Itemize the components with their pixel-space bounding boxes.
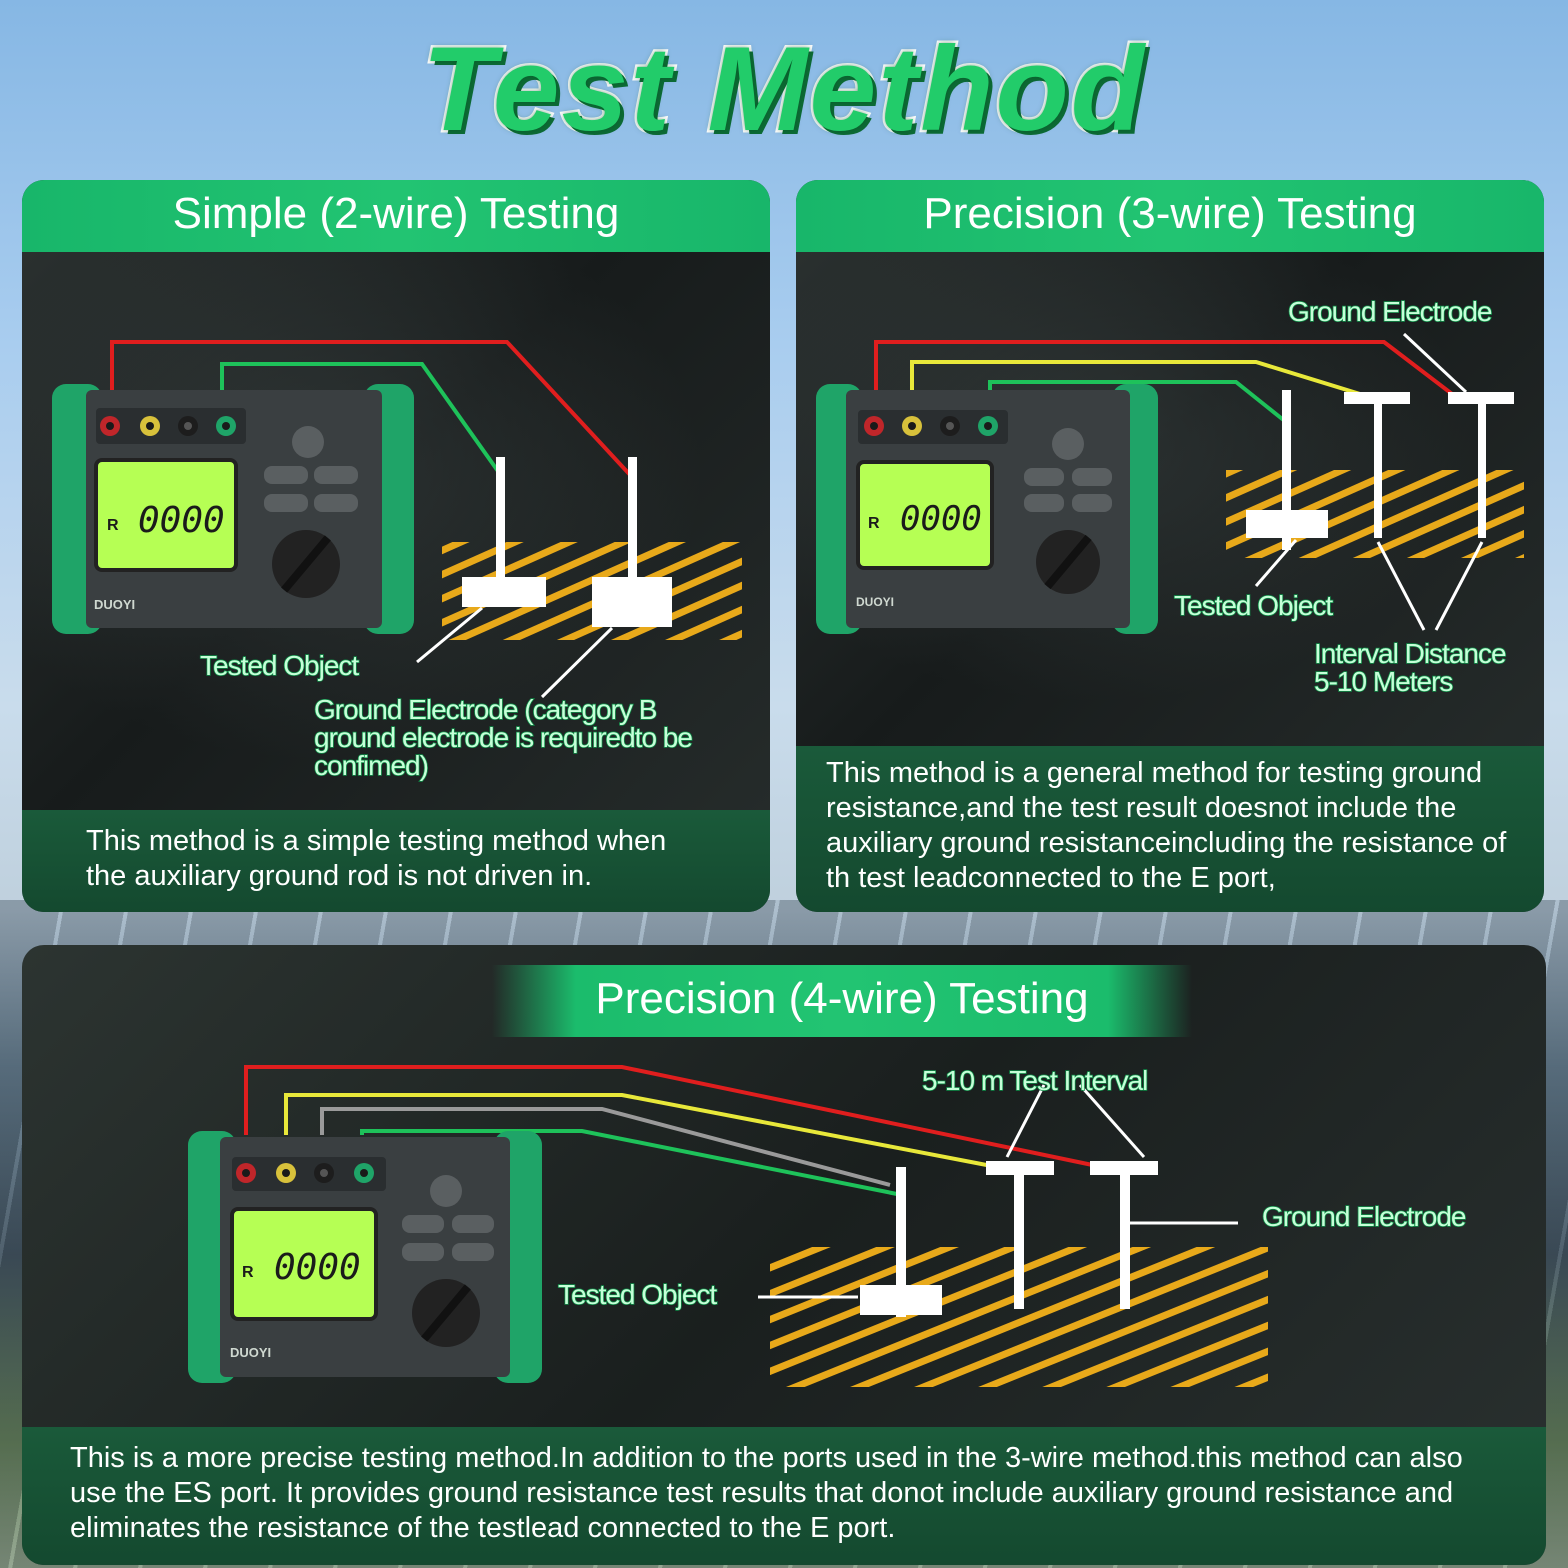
wire-red bbox=[874, 340, 1458, 412]
pointer-interval-1 bbox=[1376, 541, 1426, 631]
ground-rod-2 bbox=[628, 457, 637, 607]
label-test-interval: 5-10 m Test Interval bbox=[921, 1064, 1149, 1097]
aux-rod-h-top bbox=[1448, 392, 1514, 404]
panel-precision-4wire: Precision (4-wire) Testing bbox=[22, 945, 1546, 1565]
wire-red bbox=[110, 340, 634, 479]
pointer-interval-1 bbox=[1005, 1084, 1046, 1158]
description-text: This method is a general method for test… bbox=[826, 757, 1507, 894]
ground-rod-1 bbox=[496, 457, 505, 587]
wire-yellow bbox=[284, 1093, 998, 1169]
description-text: This is a more precise testing method.In… bbox=[70, 1442, 1463, 1544]
tested-object-rod bbox=[896, 1167, 906, 1317]
pointer-ground-electrode bbox=[540, 626, 614, 699]
panel-diagram: 0000 R DUOYI Tested Object Ground Electr… bbox=[22, 252, 770, 810]
panel-heading: Simple (2-wire) Testing bbox=[22, 180, 770, 252]
aux-rod-s-top bbox=[1344, 392, 1410, 404]
aux-rod-s bbox=[1374, 400, 1382, 538]
panel-footer: This method is a simple testing method w… bbox=[22, 810, 770, 912]
tested-object-block bbox=[462, 577, 546, 607]
panel-footer: This is a more precise testing method.In… bbox=[22, 1427, 1546, 1565]
label-interval-distance: Interval Distance bbox=[1313, 637, 1507, 670]
aux-rod-s-top bbox=[986, 1161, 1054, 1175]
pointer-interval-2 bbox=[1078, 1084, 1146, 1158]
meter-device: 0000 R DUOYI bbox=[52, 384, 414, 634]
svg-text:0000: 0000 bbox=[274, 1247, 361, 1288]
label-ground-electrode: Ground Electrode bbox=[1261, 1200, 1467, 1233]
tested-object-block bbox=[1246, 510, 1328, 538]
svg-text:DUOYI: DUOYI bbox=[230, 1345, 271, 1360]
panel-heading: Precision (4-wire) Testing bbox=[492, 965, 1192, 1037]
diagram-3wire: 0000 R DUOYI bbox=[816, 332, 1524, 634]
label-tested-object: Tested Object bbox=[1173, 589, 1334, 622]
pointer-interval-2 bbox=[1434, 541, 1484, 631]
page-title: Test Method bbox=[419, 20, 1147, 159]
panel-simple-2wire: Simple (2-wire) Testing bbox=[22, 180, 770, 912]
pointer-ground-electrode bbox=[1402, 332, 1468, 394]
panel-footer: This method is a general method for test… bbox=[796, 746, 1544, 912]
wire-red bbox=[244, 1065, 1103, 1169]
label-interval-meters: 5-10 Meters bbox=[1313, 665, 1454, 698]
tested-object-block bbox=[860, 1285, 942, 1315]
meter-device: 0000 R DUOYI bbox=[816, 384, 1158, 634]
wire-yellow bbox=[910, 360, 1361, 412]
wire-black bbox=[320, 1107, 891, 1187]
ground-electrode-block bbox=[592, 577, 672, 627]
aux-rod-h-top bbox=[1090, 1161, 1158, 1175]
description-text: This method is a simple testing method w… bbox=[86, 825, 667, 892]
svg-text:DUOYI: DUOYI bbox=[94, 597, 135, 612]
aux-rod-s bbox=[1014, 1171, 1024, 1309]
aux-rod-h bbox=[1478, 400, 1486, 538]
aux-rod-h bbox=[1120, 1171, 1130, 1309]
diagram-4wire: 0000 R DUOYI bbox=[188, 1065, 1268, 1387]
tested-object-rod bbox=[1282, 390, 1291, 550]
label-ground-electrode: Ground Electrode (category B ground elec… bbox=[313, 694, 693, 781]
panel-diagram: 0000 R DUOYI Ground Electrode Tested Obj… bbox=[796, 252, 1544, 746]
svg-text:R: R bbox=[107, 517, 119, 534]
wire-green bbox=[360, 1129, 903, 1197]
pointer-tested-object bbox=[1254, 539, 1298, 587]
meter-device: 0000 R DUOYI bbox=[188, 1131, 542, 1383]
svg-text:R: R bbox=[868, 515, 880, 532]
label-tested-object: Tested Object bbox=[557, 1278, 718, 1311]
label-tested-object: Tested Object bbox=[199, 649, 360, 682]
panel-heading: Precision (3-wire) Testing bbox=[796, 180, 1544, 252]
diagram-2wire: 0000 R DUOYI bbox=[52, 340, 742, 699]
pointer-tested-object bbox=[416, 606, 483, 664]
svg-text:R: R bbox=[242, 1264, 254, 1281]
svg-text:DUOYI: DUOYI bbox=[856, 595, 894, 609]
label-ground-electrode: Ground Electrode bbox=[1287, 295, 1493, 328]
svg-text:0000: 0000 bbox=[900, 499, 982, 539]
panel-precision-3wire: Precision (3-wire) Testing bbox=[796, 180, 1544, 912]
svg-text:0000: 0000 bbox=[138, 500, 225, 541]
